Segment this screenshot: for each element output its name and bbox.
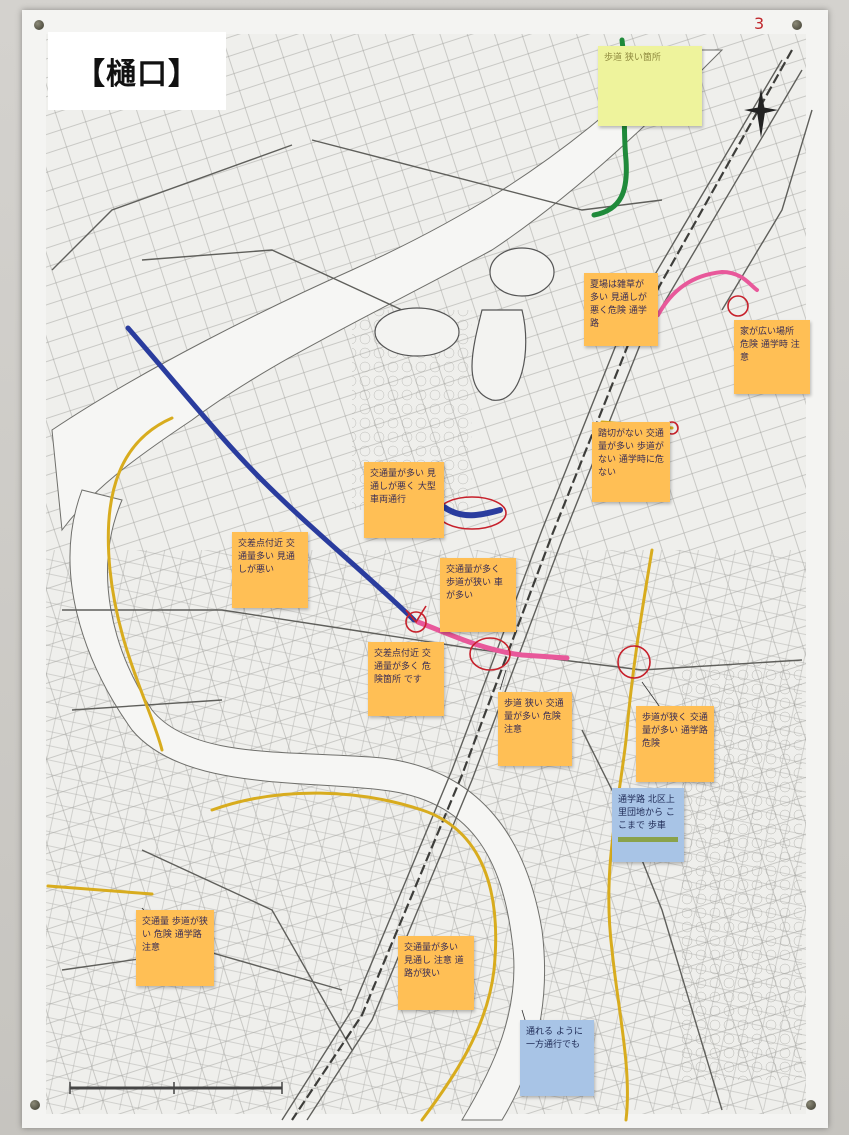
push-pin-icon: [34, 20, 44, 30]
sticky-note-blue: 通学路 北区上里団地から ここまで 歩車: [612, 788, 684, 862]
route-blue: [125, 325, 417, 623]
sticky-note: 家が広い場所 危険 通学時 注意: [734, 320, 810, 394]
sticky-note: 踏切がない 交通量が多い 歩道がない 通学時に危ない: [592, 422, 670, 502]
push-pin-icon: [792, 20, 802, 30]
route-pink-north: [656, 269, 759, 317]
sticky-note: 歩道 狭い 交通量が多い 危険 注意: [498, 692, 572, 766]
map-poster: 【樋口】 3 歩道 狭い箇所 夏場は雑草が多い 見通しが悪く危険 通学路 家が広…: [22, 10, 828, 1128]
sticky-note: 夏場は雑草が多い 見通しが悪く危険 通学路: [584, 273, 658, 346]
scale-bar: [69, 1082, 283, 1094]
green-marker-stroke: [618, 837, 678, 842]
pond: [471, 309, 527, 401]
compass-rose-icon: [744, 88, 778, 142]
sticky-note: 交通量が多い 見通し 注意 道路が狭い: [398, 936, 474, 1010]
push-pin-icon: [30, 1100, 40, 1110]
sticky-note: 歩道が狭く 交通量が多い 通学路 危険: [636, 706, 714, 782]
railway-line: [291, 49, 793, 1121]
sticky-note: 交差点付近 交通量多い 見通しが悪い: [232, 532, 308, 608]
stadium-track: [374, 307, 460, 357]
sticky-note-yellow-top: 歩道 狭い箇所: [598, 46, 702, 126]
push-pin-icon: [806, 1100, 816, 1110]
sticky-note: 交通量が多い 見通しが悪く 大型車両通行: [364, 462, 444, 538]
stadium-round: [489, 247, 555, 297]
sticky-note: 交通量 歩道が狭い 危険 通学路 注意: [136, 910, 214, 986]
sticky-note: 交差点付近 交通量が多く 危険箇所 です: [368, 642, 444, 716]
route-pink-center: [415, 619, 570, 661]
route-blue-short: [441, 504, 503, 519]
hazard-markers: [405, 295, 749, 679]
page-title: 【樋口】: [75, 57, 199, 92]
sticky-note-blue: 通れる ように 一方通行でも: [520, 1020, 594, 1096]
sticky-note: 交通量が多く 歩道が狭い 車が多い: [440, 558, 516, 632]
title-card: 【樋口】: [48, 32, 226, 110]
page-number: 3: [754, 14, 765, 33]
